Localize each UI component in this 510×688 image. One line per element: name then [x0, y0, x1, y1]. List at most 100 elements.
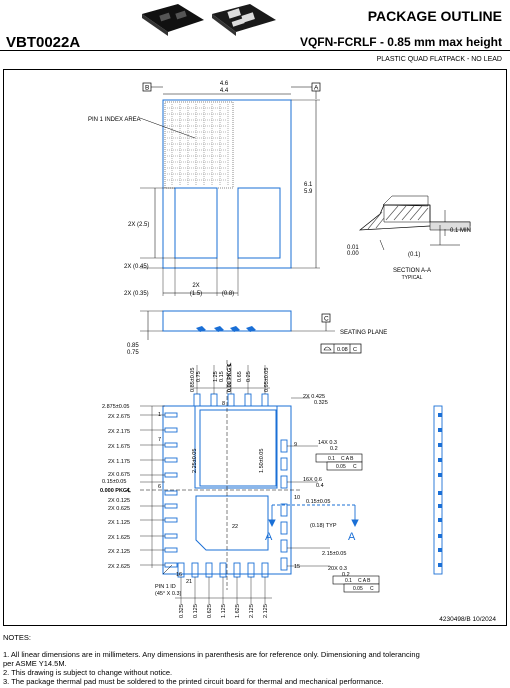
bottom-dim-2: 0.625 — [207, 604, 213, 618]
width-max: 4.6 — [220, 81, 229, 87]
pin-num-6: 6 — [158, 484, 161, 490]
top-dim-2: 1.25 — [213, 371, 219, 382]
pin1-id-label: PIN 1 ID — [155, 584, 176, 590]
dim-0-8: (0.8) — [222, 291, 234, 297]
dim-0-18-typ: (0.18) TYP — [310, 523, 337, 529]
tol-0-1-a: 0.1 — [328, 456, 335, 462]
section-a-a-view — [358, 195, 471, 251]
dim-2x-0-45: 2X (0.45) — [124, 264, 149, 270]
header-rule — [0, 50, 510, 51]
section-scale: TYPICAL — [402, 275, 423, 281]
section-0-1: (0.1) — [408, 252, 420, 258]
dim-14x-0-3: 14X 0.3 — [318, 440, 337, 446]
package-type: PLASTIC QUAD FLATPACK - NO LEAD — [376, 56, 502, 63]
section-0-01: 0.01 — [347, 245, 359, 251]
seating-plane-label: SEATING PLANE — [340, 330, 387, 336]
pin-num-21: 21 — [186, 579, 192, 585]
left-dim-1: 2X 2.675 — [108, 414, 130, 420]
bottom-dim-5: 2.125 — [249, 604, 255, 618]
dim-14x-0-2: 0.2 — [330, 446, 338, 452]
drawing-frame — [3, 69, 507, 626]
note-1: 1. All linear dimensions are in millimet… — [3, 650, 420, 659]
dim-20x-0-3: 20X 0.3 — [328, 566, 347, 572]
left-dim-0: 2.875±0.05 — [102, 404, 130, 410]
left-dim-12: 2X 2.125 — [108, 549, 130, 555]
dim-2x-1-5-count: 2X — [192, 283, 199, 289]
note-3: 3. The package thermal pad must be solde… — [3, 677, 384, 686]
height-min-side: 0.75 — [127, 350, 139, 356]
package-subtitle: VQFN-FCRLF - 0.85 mm max height — [299, 35, 502, 49]
pin-num-16: 16 — [176, 572, 182, 578]
left-dim-9: 2X 0.625 — [108, 506, 130, 512]
height-max-side: 0.85 — [127, 343, 139, 349]
left-dim-10: 2X 1.125 — [108, 520, 130, 526]
center-dim-1: 1.50±0.05 — [259, 449, 265, 473]
pin-num-7: 7 — [158, 437, 161, 443]
note-2: 2. This drawing is subject to change wit… — [3, 668, 173, 677]
dim-16x-0-6: 16X 0.6 — [303, 477, 322, 483]
top-dim-7: 0.85±0.05 — [190, 368, 196, 392]
bottom-dim-4: 1.625 — [235, 604, 241, 618]
side-view — [140, 310, 362, 354]
top-dim-4: 0.95±0.05 — [264, 368, 270, 392]
dim-2x-2-5: 2X (2.5) — [128, 222, 149, 228]
pin-num-22: 22 — [232, 524, 238, 530]
section-title: SECTION A-A — [393, 268, 431, 274]
section-0-00: 0.00 — [347, 251, 359, 257]
datum-b-label: B — [145, 85, 149, 92]
pin1-index-label: PIN 1 INDEX AREA — [88, 117, 141, 123]
document-id: VBT0022A — [6, 34, 81, 51]
tol-c-b: C — [370, 586, 374, 592]
document-number: 4230498/B 10/2024 — [439, 616, 496, 623]
left-dim-2: 2X 2.175 — [108, 429, 130, 435]
left-dim-8: 2X 0.125 — [108, 498, 130, 504]
top-dim-6: 0.15 — [219, 371, 225, 382]
height-min: 5.9 — [304, 189, 313, 195]
tol-0-05-b: 0.05 — [353, 586, 363, 592]
notes-title: NOTES: — [3, 633, 31, 642]
left-dim-6: 0.15±0.05 — [102, 479, 126, 485]
bottom-dim-0: 0.325 — [179, 604, 185, 618]
dim-2x-0-425: 2X 0.425 — [303, 394, 325, 400]
dim-2x-0-35: 2X (0.35) — [124, 291, 149, 297]
bottom-dim-6: 2.125 — [263, 604, 269, 618]
pin-num-15: 15 — [294, 564, 300, 570]
top-dim-0: 0.00 PKG ℄ — [226, 362, 233, 392]
center-dim-0: 2.25±0.05 — [192, 449, 198, 473]
pin1-index-area — [164, 101, 234, 189]
bottom-dim-3: 1.125 — [221, 604, 227, 618]
side-profile-strip — [433, 405, 443, 575]
package-outline-title: PACKAGE OUTLINE — [367, 8, 502, 24]
flatness-icon — [323, 346, 332, 351]
dim-16x-0-4: 0.4 — [316, 483, 324, 489]
left-dim-5: 2X 0.675 — [108, 472, 130, 478]
section-0-1-min: 0.1 MIN — [450, 228, 471, 234]
section-mark-left: A — [265, 531, 273, 543]
pin-num-10: 10 — [294, 495, 300, 501]
pin1-id-chamfer: (45° X 0.3) — [155, 591, 182, 597]
left-dim-11: 2X 1.625 — [108, 535, 130, 541]
section-mark-right: A — [348, 531, 356, 543]
tol-cab-a: C A B — [341, 456, 354, 462]
top-dim-3: 0.25 — [246, 371, 252, 382]
tol-0-1-b: 0.1 — [345, 578, 352, 584]
top-dim-1: 0.75 — [196, 371, 202, 382]
bottom-view — [140, 360, 443, 605]
dim-2x-1-5-value: (1.5) — [190, 291, 202, 297]
dim-0-325: 0.325 — [314, 400, 328, 406]
pin-num-1: 1 — [158, 412, 161, 418]
tol-cab-b: C A B — [358, 578, 371, 584]
left-dim-4: 2X 1.175 — [108, 459, 130, 465]
package-render-icon — [142, 4, 276, 36]
left-dim-3: 2X 1.675 — [108, 444, 130, 450]
pin-num-9: 9 — [294, 442, 297, 448]
left-dim-13: 2X 2.625 — [108, 564, 130, 570]
tol-c-a: C — [353, 464, 357, 470]
dim-2-15: 2.15±0.05 — [322, 551, 346, 557]
dim-20x-0-2: 0.2 — [342, 572, 350, 578]
tol-0-05-a: 0.05 — [336, 464, 346, 470]
datum-c-label: C — [324, 316, 329, 323]
bottom-dim-1: 0.125 — [193, 604, 199, 618]
height-max: 6.1 — [304, 182, 313, 188]
